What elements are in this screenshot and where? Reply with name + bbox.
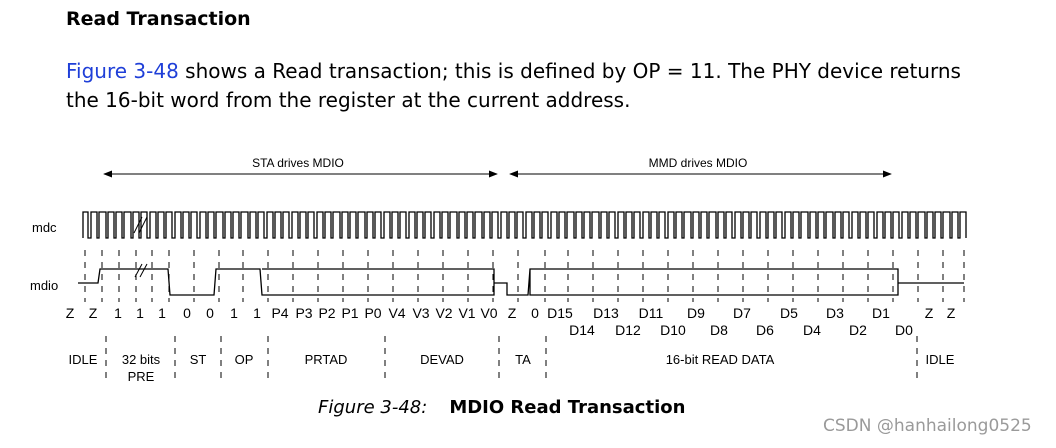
mdc-break-mark: [138, 216, 148, 234]
bit-label: D4: [803, 322, 821, 338]
paragraph-line2: the 16-bit word from the register at the…: [66, 88, 631, 112]
bit-labels-row1: Z Z 1 1 1 0 0 1 1 P4 P3 P2 P1 P0 V4 V3 V…: [66, 305, 956, 321]
bit-label: V2: [435, 305, 452, 321]
bit-label: D7: [733, 305, 751, 321]
field-separators: [105, 336, 918, 384]
bit-label: D2: [849, 322, 867, 338]
mdc-signal-label: mdc: [32, 220, 57, 235]
field-label-read-data: 16-bit READ DATA: [666, 352, 775, 367]
description-paragraph: Figure 3-48 shows a Read transaction; th…: [66, 57, 1026, 115]
sta-drive-label: STA drives MDIO: [252, 156, 344, 170]
field-label-devad: DEVAD: [420, 352, 464, 367]
field-label-op: OP: [235, 352, 254, 367]
bit-label: P3: [295, 305, 312, 321]
bit-label: D14: [569, 322, 595, 338]
paragraph-line1: shows a Read transaction; this is define…: [178, 59, 961, 83]
bit-label: Z: [925, 305, 934, 321]
bit-label: Z: [508, 305, 517, 321]
bit-label: D11: [639, 305, 664, 321]
bit-label: V1: [458, 305, 475, 321]
bit-label: 0: [206, 305, 214, 321]
bit-label: D13: [593, 305, 619, 321]
figure-caption: Figure 3-48: MDIO Read Transaction: [318, 397, 685, 418]
bit-label: D1: [872, 305, 890, 321]
mdio-break-mark: [139, 263, 148, 278]
bit-label: D15: [547, 305, 573, 321]
field-labels: IDLE 32 bits PRE ST OP PRTAD DEVAD TA 16…: [69, 352, 955, 384]
mdio-timing-diagram: STA drives MDIO MMD drives MDIO mdc mdio: [30, 156, 967, 384]
mdio-waveform: [78, 268, 964, 296]
bit-label: V4: [388, 305, 405, 321]
figure-link[interactable]: Figure 3-48: [66, 59, 179, 83]
mdc-break-mark: [133, 216, 143, 234]
bit-label: 1: [230, 305, 238, 321]
bit-label: 0: [183, 305, 191, 321]
bit-label: P2: [318, 305, 335, 321]
watermark: CSDN @hanhailong0525: [823, 416, 1032, 436]
bit-label: 1: [158, 305, 166, 321]
bit-label: Z: [947, 305, 956, 321]
bit-label: 0: [531, 305, 539, 321]
caption-title: MDIO Read Transaction: [449, 397, 686, 418]
bit-label: D5: [780, 305, 798, 321]
bit-label: D9: [687, 305, 705, 321]
bit-label: D12: [615, 322, 641, 338]
field-label-idle-start: IDLE: [69, 352, 98, 367]
bit-label: Z: [66, 305, 75, 321]
field-label-ta: TA: [515, 352, 531, 367]
bit-label: 1: [136, 305, 144, 321]
field-label-prtad: PRTAD: [305, 352, 348, 367]
field-label-preamble-sub: PRE: [128, 369, 155, 384]
bit-label: V3: [412, 305, 429, 321]
bit-label: D8: [710, 322, 728, 338]
timing-guides: [84, 250, 965, 302]
bit-label: P4: [271, 305, 288, 321]
bit-labels-row2: D14 D12 D10 D8 D6 D4 D2 D0: [569, 322, 913, 338]
field-label-st: ST: [190, 352, 207, 367]
bit-label: D10: [660, 322, 686, 338]
bit-label: 1: [253, 305, 261, 321]
bit-label: P1: [341, 305, 358, 321]
caption-number: Figure 3-48:: [318, 397, 428, 418]
bit-label: D0: [895, 322, 913, 338]
field-label-idle-end: IDLE: [926, 352, 955, 367]
mdio-signal-label: mdio: [30, 278, 58, 293]
bit-label: D3: [826, 305, 844, 321]
bit-label: P0: [364, 305, 381, 321]
mdc-clock-waveform: [82, 211, 967, 239]
bit-label: V0: [480, 305, 497, 321]
bit-label: 1: [114, 305, 122, 321]
field-label-preamble: 32 bits: [122, 352, 161, 367]
bit-label: D6: [756, 322, 774, 338]
section-heading: Read Transaction: [66, 8, 251, 30]
bit-label: Z: [89, 305, 98, 321]
mmd-drive-label: MMD drives MDIO: [649, 156, 748, 170]
